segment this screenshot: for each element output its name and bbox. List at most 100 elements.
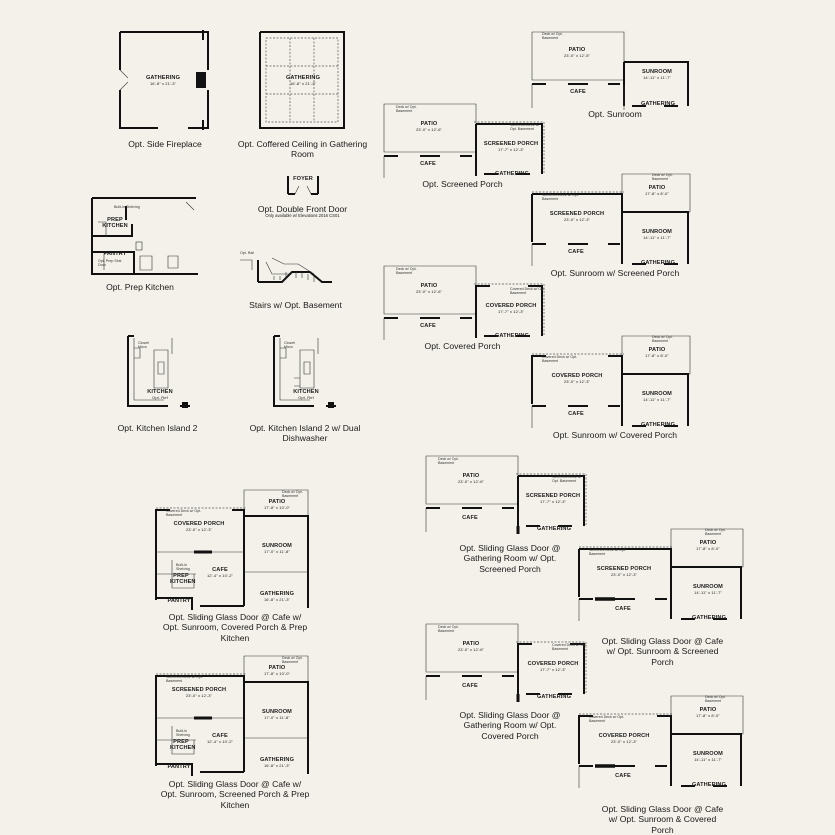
note-covered-deck: Covered Deck w/ Opt. Basement [542,355,578,363]
floorplan-coffered-ceiling [259,31,345,129]
caption-screened-porch: Opt. Screened Porch [422,179,503,189]
plan-sgd-cafe-sunroom-screened: Deck w/ Opt. Basement Screened Deck w/ O… [575,527,747,623]
plan-stairs-basement: Opt. Rail [238,250,338,290]
caption-kitchen-island-2-dd: Opt. Kitchen Island 2 w/ Dual Dishwasher [249,423,361,444]
plan-sgd-gathering-screened: Deck w/ Opt. Basement Screened Deck w/ O… [422,454,590,536]
caption-side-fireplace: Opt. Side Fireplace [128,139,202,149]
caption-sunroom-covered: Opt. Sunroom w/ Covered Porch [552,430,678,440]
note-covered-deck: Covered Deck w/ Opt. Basement [552,643,588,651]
room-gathering: GATHERING [494,333,530,339]
room-pantry: PANTRY [167,764,191,770]
note-screened-deck: Screened Deck w/ Opt. Basement [510,123,540,131]
room-prep-kitchen: PREP KITCHEN [170,573,196,585]
plan-covered-porch: Deck w/ Opt. Basement Covered Deck w/ Op… [380,264,548,342]
plan-sunroom-covered: Deck w/ Opt. Basement Covered Deck w/ Op… [528,334,694,430]
floorplan-sunroom [531,31,689,110]
note-deck-basement: Deck w/ Opt. Basement [652,173,673,181]
room-gathering: GATHERING [494,171,530,177]
floorplan-sgd-gathering-screened [425,455,587,534]
caption-sgd-gathering-covered: Opt. Sliding Glass Door @ Gathering Room… [459,710,561,741]
note-screened-deck: Screened Deck w/ Opt. Basement [166,675,203,683]
floorplan-sgd-cafe-sunroom-covered [578,695,744,788]
floorplan-sgd-gathering-covered [425,623,587,702]
note-deck-basement: Deck w/ Opt. Basement [438,625,459,633]
room-cafe: CAFE [615,773,631,779]
caption-stairs-basement: Stairs w/ Opt. Basement [249,300,342,310]
room-prep-kitchen: PREP KITCHEN [102,217,128,229]
caption-covered-porch: Opt. Covered Porch [424,341,501,351]
plan-sgd-gathering-covered: Deck w/ Opt. Basement Covered Deck w/ Op… [422,622,590,704]
caption-double-front-door: Opt. Double Front Door Only available w/… [255,204,350,219]
floorplan-stairs [240,257,332,283]
plan-screened-porch: Deck w/ Opt. Basement Screened Deck w/ O… [380,102,548,180]
floorplan-covered-porch [383,265,545,340]
note-covered-deck: Covered Deck w/ Opt. Basement [166,509,202,517]
floorplan-sgd-cafe-sunroom-screened [578,528,744,621]
floorplan-sgd-cafe-sunroom-screened-prep [155,655,309,776]
note-prep-sink-door: Opt. Prep Sink Door [98,259,122,267]
room-cafe: CAFE [420,323,436,329]
plan-sunroom-screened: Deck w/ Opt. Basement Screened Deck w/ O… [528,172,694,268]
note-built-in-shelving: Built-in Shelving [114,205,140,209]
plan-sgd-cafe-sunroom-covered-prep: Deck w/ Opt. Basement Covered Deck w/ Op… [152,488,312,610]
note-screened-deck: Screened Deck w/ Opt. Basement [542,193,579,201]
room-cafe: CAFE [462,515,478,521]
room-gathering: GATHERING [640,101,676,107]
room-cafe: CAFE [568,249,584,255]
caption-coffered-ceiling: Opt. Coffered Ceiling in Gathering Room [237,139,368,160]
floorplan-kitchen-island-2-dd [273,335,336,408]
caption-prep-kitchen: Opt. Prep Kitchen [106,282,174,292]
floorplan-screened-porch [383,103,545,178]
note-deck-basement: Deck w/ Opt. Basement [438,457,459,465]
caption-sgd-cafe-sunroom-covered-prep: Opt. Sliding Glass Door @ Cafe w/ Opt. S… [162,612,308,643]
note-covered-deck: Covered Deck w/ Opt. Basement [510,287,546,295]
caption-sunroom-screened: Opt. Sunroom w/ Screened Porch [550,268,680,278]
note-deck-basement: Deck w/ Opt. Basement [396,267,417,275]
room-gathering: GATHERING [691,782,727,788]
caption-sgd-cafe-sunroom-covered: Opt. Sliding Glass Door @ Cafe w/ Opt. S… [601,804,724,835]
room-gathering: GATHERING [536,526,572,532]
note-covered-deck: Covered Deck w/ Opt. Basement [589,715,625,723]
plan-prep-kitchen: Built-in Shelving PREP KITCHEN PANTRY Op… [90,196,200,276]
floorplan-foyer [287,176,319,195]
note-deck-basement: Deck w/ Opt. Basement [705,528,726,536]
room-pantry: PANTRY [167,598,191,604]
floorplan-sgd-cafe-sunroom-covered-prep [155,489,309,610]
room-gathering: GATHERING [640,422,676,428]
floorplan-sunroom-covered [531,335,691,428]
note-built-in-shelving: Built-in Shelving [176,729,190,737]
floorplan-sunroom-screened [531,173,691,266]
